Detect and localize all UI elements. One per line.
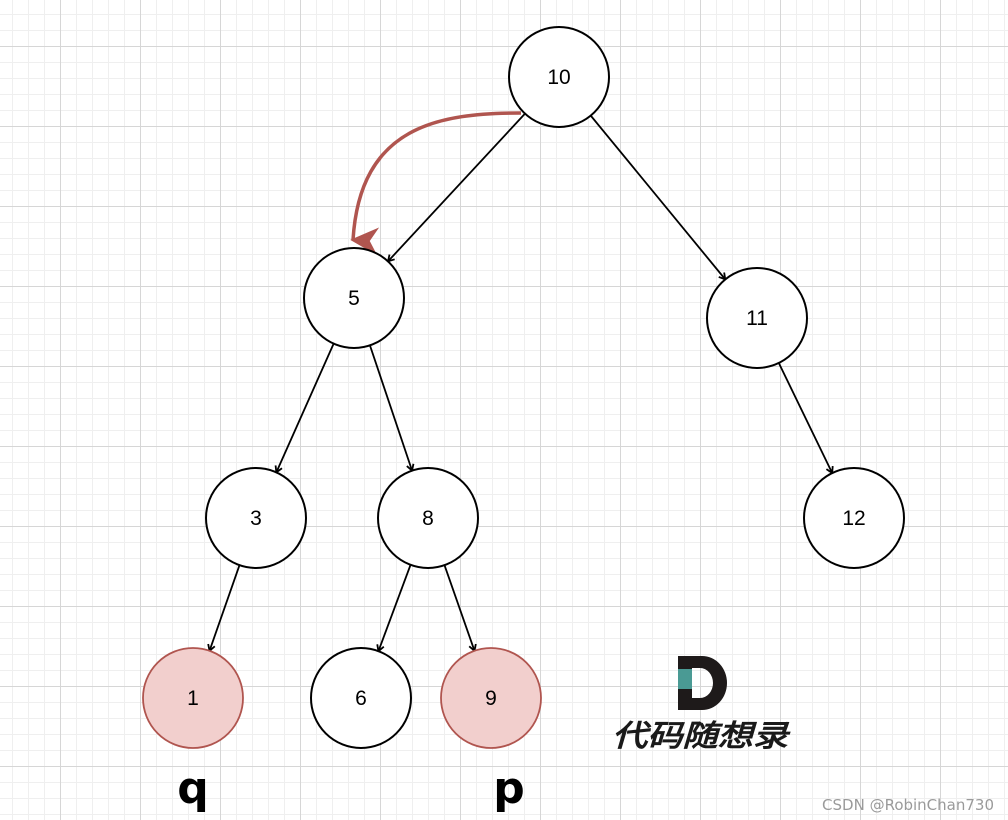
node-circle [310, 647, 412, 749]
node-label: 11 [746, 307, 768, 330]
edge-n10-n11 [590, 115, 726, 280]
tree-node-11: 11 [706, 267, 808, 369]
edge-n8-n6 [377, 564, 412, 652]
node-label: 10 [547, 66, 570, 89]
edge-n11-n12 [778, 362, 833, 474]
marker-q: q [177, 763, 209, 814]
traversal-arrow [350, 111, 522, 256]
node-label: 1 [187, 687, 199, 710]
edge-n3-n1 [208, 564, 241, 652]
tree-node-6: 6 [310, 647, 412, 749]
tree-node-3: 3 [205, 467, 307, 569]
node-circle [440, 647, 542, 749]
tree-node-5: 5 [303, 247, 405, 349]
node-label: 8 [422, 507, 434, 530]
edge-n8-n9 [443, 564, 476, 652]
node-circle [803, 467, 905, 569]
node-circle [303, 247, 405, 349]
edge-n5-n8 [369, 345, 413, 471]
node-circle [205, 467, 307, 569]
node-label: 6 [355, 687, 367, 710]
node-label: 12 [842, 507, 865, 530]
edge-n5-n3 [275, 343, 335, 473]
tree-node-12: 12 [803, 467, 905, 569]
logo: 代码随想录 [612, 656, 792, 754]
node-circle [706, 267, 808, 369]
marker-p: p [493, 763, 525, 814]
node-label: 9 [485, 687, 497, 710]
node-label: 5 [348, 287, 360, 310]
tree-edges [207, 113, 834, 653]
logo-text: 代码随想录 [612, 719, 792, 754]
node-circle [508, 26, 610, 128]
tree-node-1: 1 [142, 647, 244, 749]
node-circle [377, 467, 479, 569]
tree-node-9: 9 [440, 647, 542, 749]
tree-node-10: 10 [508, 26, 610, 128]
tree-node-8: 8 [377, 467, 479, 569]
edge-n10-n5 [387, 113, 526, 262]
node-circle [142, 647, 244, 749]
logo-d-icon [678, 656, 727, 710]
node-label: 3 [250, 507, 262, 530]
watermark: CSDN @RobinChan730 [822, 796, 994, 814]
